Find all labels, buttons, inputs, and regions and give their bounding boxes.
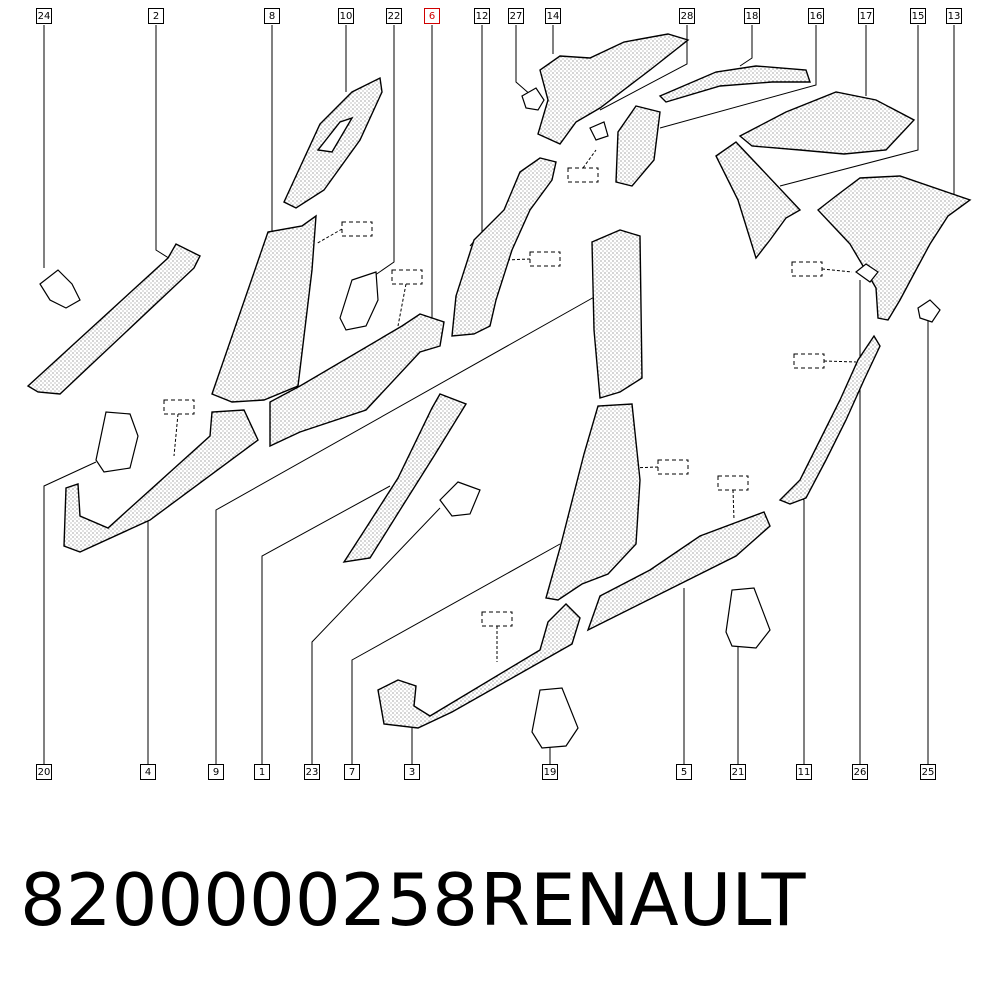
label-7[interactable]: 7	[344, 764, 360, 780]
label-10[interactable]: 10	[338, 8, 354, 24]
clip-22	[339, 271, 379, 331]
clip-20	[95, 411, 139, 473]
label-20[interactable]: 20	[36, 764, 52, 780]
part-number: 8200000258	[20, 858, 479, 942]
part-5-rear-sill	[586, 511, 771, 632]
part-17-rear-panel	[738, 91, 916, 155]
label-28[interactable]: 28	[679, 8, 695, 24]
part-3-long-sill	[377, 603, 581, 729]
part-2-pillar-strip	[26, 243, 201, 395]
label-19[interactable]: 19	[542, 764, 558, 780]
label-5[interactable]: 5	[676, 764, 692, 780]
part-1-diagonal-strip	[342, 393, 468, 563]
clip-27	[521, 87, 545, 111]
label-3[interactable]: 3	[404, 764, 420, 780]
label-12[interactable]: 12	[474, 8, 490, 24]
brand-name: RENAULT	[480, 858, 806, 942]
part-14-upper-bracket	[537, 33, 690, 145]
clip-21	[725, 587, 771, 649]
label-26[interactable]: 26	[852, 764, 868, 780]
label-4[interactable]: 4	[140, 764, 156, 780]
label-13[interactable]: 13	[946, 8, 962, 24]
trim-parts	[26, 33, 972, 729]
label-21[interactable]: 21	[730, 764, 746, 780]
label-24[interactable]: 24	[36, 8, 52, 24]
part-12-c-pillar	[451, 157, 557, 337]
label-8[interactable]: 8	[264, 8, 280, 24]
label-14[interactable]: 14	[545, 8, 561, 24]
label-27[interactable]: 27	[508, 8, 524, 24]
label-2[interactable]: 2	[148, 8, 164, 24]
part-4-lower-sill	[63, 409, 259, 553]
clip-25	[917, 299, 941, 323]
label-25[interactable]: 25	[920, 764, 936, 780]
part-18-roof-rail	[658, 65, 811, 103]
clip-19	[531, 687, 579, 749]
part-7-rear-pillar	[545, 403, 641, 601]
label-11[interactable]: 11	[796, 764, 812, 780]
label-15[interactable]: 15	[910, 8, 926, 24]
screw-28	[589, 121, 609, 141]
part-11-rear-strip	[778, 334, 881, 505]
clips	[39, 87, 941, 749]
label-9[interactable]: 9	[208, 764, 224, 780]
clip-23	[439, 481, 481, 517]
clip-24	[39, 269, 81, 309]
label-22[interactable]: 22	[386, 8, 402, 24]
part-16-bracket	[615, 105, 661, 187]
label-17[interactable]: 17	[858, 8, 874, 24]
part-15-wedge	[715, 141, 802, 260]
part-8-pillar-trim	[211, 214, 317, 403]
label-23[interactable]: 23	[304, 764, 320, 780]
part-13-quarter-trim	[816, 175, 972, 321]
part-6-sill-trim	[269, 313, 445, 448]
label-18[interactable]: 18	[744, 8, 760, 24]
part-9-central-pillar	[591, 229, 643, 399]
clip-26	[855, 263, 879, 283]
label-1[interactable]: 1	[254, 764, 270, 780]
label-16[interactable]: 16	[808, 8, 824, 24]
label-6-highlighted[interactable]: 6	[424, 8, 440, 24]
